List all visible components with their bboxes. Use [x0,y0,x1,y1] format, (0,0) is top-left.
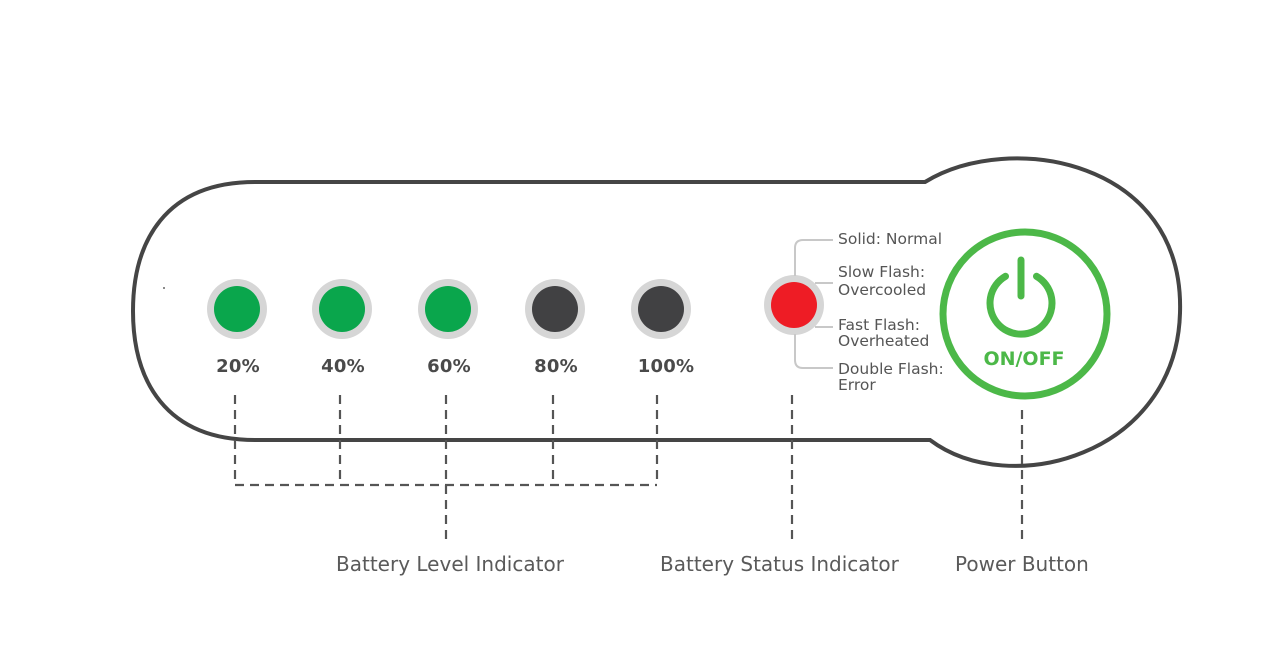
status-mode-fast-flash: Fast Flash: Overheated [838,317,929,349]
led-label-40: 40% [321,356,365,377]
power-button-ring [939,228,1111,400]
status-led-light [771,282,817,328]
status-mode-slow-flash: Slow Flash: Overcooled [838,264,926,298]
led-light [532,286,578,332]
battery-level-leds [207,279,691,339]
battery-led [207,279,267,339]
battery-led [525,279,585,339]
power-button-label: ON/OFF [983,348,1065,370]
stray-dot [163,287,165,289]
battery-led [631,279,691,339]
status-mode-line: Error [838,376,876,394]
led-light [638,286,684,332]
status-mode-double-flash: Double Flash: Error [838,361,944,393]
battery-led [418,279,478,339]
power-button-caption: Power Button [955,552,1089,576]
battery-status-caption: Battery Status Indicator [660,552,899,576]
battery-level-connector [233,395,659,545]
power-icon [986,256,1056,338]
led-light [214,286,260,332]
led-light [425,286,471,332]
panel-outline [130,156,1183,468]
battery-led [312,279,372,339]
status-mode-line: Fast Flash: [838,316,920,334]
led-label-80: 80% [534,356,578,377]
battery-status-led [764,275,824,335]
led-label-20: 20% [216,356,260,377]
battery-level-caption: Battery Level Indicator [336,552,564,576]
status-bracket [794,239,833,369]
led-label-100: 100% [637,356,695,377]
led-light [319,286,365,332]
status-mode-line: Overcooled [838,281,927,299]
power-button [939,228,1111,400]
status-mode-line: Slow Flash: [838,263,926,281]
led-label-60: 60% [427,356,471,377]
status-mode-line: Overheated [838,332,930,350]
status-mode-line: Double Flash: [838,360,944,378]
status-mode-solid: Solid: Normal [838,230,943,248]
